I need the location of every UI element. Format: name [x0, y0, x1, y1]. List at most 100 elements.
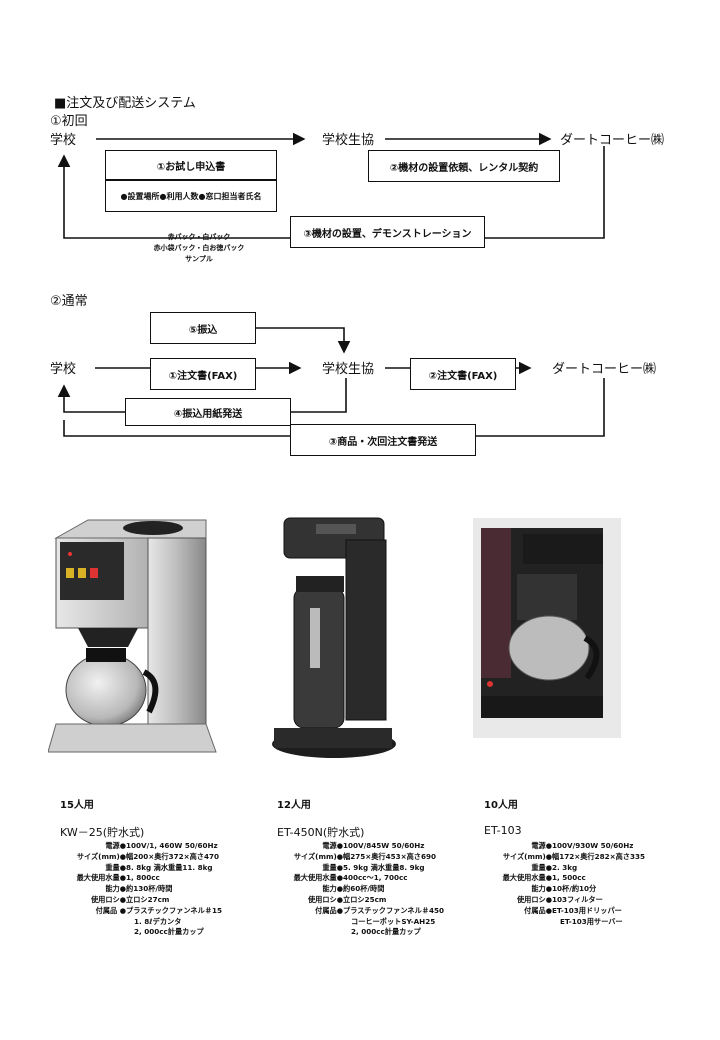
- sample-line: 赤小袋パック・白お徳パック: [153, 244, 245, 252]
- spec-label: 使用ロシ●: [90, 894, 126, 904]
- spec-row: サイズ(mm)●幅200×奥行372×高さ470: [56, 852, 222, 863]
- sample-list: 赤パック・白パック 赤小袋パック・白お徳パック サンプル: [124, 232, 274, 265]
- flow2-coop: 学校生協: [322, 362, 375, 377]
- spec-label: 使用ロシ●: [307, 894, 343, 904]
- flow1-school: 学校: [50, 133, 77, 148]
- spec-value: 2. 3kg: [552, 862, 578, 872]
- spec-label: 最大使用水量●: [76, 873, 126, 883]
- spec-value: ET-103用サーバー: [560, 916, 623, 926]
- trial-application-box: ①お試し申込書: [105, 150, 277, 180]
- flow1-dart: ダートコーヒー㈱: [560, 133, 665, 148]
- product-model: ET-450N(貯水式): [277, 826, 365, 839]
- spec-label: 最大使用水量●: [502, 873, 552, 883]
- et450n-coffee-maker-image: [272, 517, 396, 758]
- spec-row: 付属品 ●プラスチックファンネル＃15: [56, 906, 222, 917]
- spec-label: 重量●: [105, 862, 126, 872]
- flow2-school: 学校: [50, 362, 77, 377]
- spec-label: 使用ロシ●: [516, 894, 552, 904]
- spec-row: 電源●100V/845W 50/60Hz: [273, 841, 444, 852]
- spec-label: 重量●: [322, 862, 343, 872]
- spec-label: 重量●: [531, 862, 552, 872]
- spec-value: 10杯/約10分: [552, 884, 597, 894]
- spec-label: 最大使用水量●: [293, 873, 343, 883]
- section-title: ■注文及び配送システム: [54, 96, 196, 111]
- transfer-box: ⑤振込: [150, 312, 256, 344]
- spec-value: 400cc～1, 700cc: [343, 873, 408, 883]
- spec-value: 8. 8kg 満水重量11. 8kg: [126, 862, 213, 872]
- spec-value: 約60杯/時間: [343, 884, 385, 894]
- product-capacity: 10人用: [484, 800, 518, 811]
- spec-row: 使用ロシ●103フィルター: [480, 895, 645, 906]
- flow2-heading: ②通常: [50, 294, 88, 309]
- spec-row: ET-103用サーバー: [480, 917, 645, 928]
- spec-value: 1, 500cc: [552, 873, 586, 883]
- spec-row: 2, 000cc計量カップ: [56, 927, 222, 938]
- spec-label: 付属品 ●: [95, 905, 126, 915]
- spec-value: 立ロシ27cm: [126, 894, 170, 904]
- spec-row: 付属品●プラスチックファンネル＃450: [273, 906, 444, 917]
- spec-row: 重量●8. 8kg 満水重量11. 8kg: [56, 863, 222, 874]
- product-capacity: 12人用: [277, 800, 311, 811]
- spec-row: サイズ(mm)●幅172×奥行282×高さ335: [480, 852, 645, 863]
- flow1-heading: ①初回: [50, 114, 88, 129]
- product-capacity: 15人用: [60, 800, 94, 811]
- spec-row: 使用ロシ●立ロシ27cm: [56, 895, 222, 906]
- spec-row: 重量●5. 9kg 満水重量8. 9kg: [273, 863, 444, 874]
- spec-value: 2, 000cc計量カップ: [351, 927, 421, 937]
- sample-line: サンプル: [185, 255, 213, 263]
- spec-value: 1. 8ℓデカンタ: [134, 916, 182, 926]
- demo-box: ③機材の設置、デモンストレーション: [290, 216, 485, 248]
- spec-value: 約130杯/時間: [126, 884, 173, 894]
- spec-label: 付属品●: [315, 905, 343, 915]
- spec-label: サイズ(mm)●: [502, 851, 552, 861]
- spec-label: 能力●: [105, 884, 126, 894]
- trial-application-details: ●設置場所●利用人数●窓口担当者氏名: [105, 180, 277, 212]
- spec-row: 最大使用水量●1, 800cc: [56, 873, 222, 884]
- spec-label: 電源●: [531, 841, 552, 850]
- setup-request-box: ②機材の設置依頼、レンタル契約: [368, 150, 560, 182]
- spec-row: コーヒーポットSY-AH25: [273, 917, 444, 928]
- order-fax-box: ①注文書(FAX): [150, 358, 256, 390]
- spec-value: 100V/845W 50/60Hz: [343, 841, 425, 850]
- spec-label: サイズ(mm)●: [76, 851, 126, 861]
- spec-row: 付属品●ET-103用ドリッパー: [480, 906, 645, 917]
- spec-value: 100V/1, 460W 50/60Hz: [126, 841, 218, 850]
- spec-value: コーヒーポットSY-AH25: [351, 916, 436, 926]
- spec-value: 1, 800cc: [126, 873, 160, 883]
- spec-label: 付属品●: [524, 905, 552, 915]
- spec-value: 2, 000cc計量カップ: [134, 927, 204, 937]
- spec-row: 最大使用水量●400cc～1, 700cc: [273, 873, 444, 884]
- spec-value: 5. 9kg 満水重量8. 9kg: [343, 862, 425, 872]
- spec-value: プラスチックファンネル＃15: [126, 905, 222, 915]
- spec-value: 幅275×奥行453×高さ690: [343, 851, 436, 861]
- spec-value: ET-103用ドリッパー: [552, 905, 622, 915]
- spec-label: 能力●: [322, 884, 343, 894]
- kw25-coffee-maker-image: [48, 519, 217, 753]
- transfer-slip-box: ④振込用紙発送: [125, 398, 291, 426]
- spec-row: 能力●約60杯/時間: [273, 884, 444, 895]
- sample-line: 赤パック・白パック: [167, 233, 231, 241]
- order-fax-box-2: ②注文書(FAX): [410, 358, 516, 390]
- flow2-dart: ダートコーヒー㈱: [552, 362, 657, 377]
- spec-row: 能力●約130杯/時間: [56, 884, 222, 895]
- spec-row: 使用ロシ●立ロシ25cm: [273, 895, 444, 906]
- spec-value: プラスチックファンネル＃450: [343, 905, 444, 915]
- product-model: KW－25(貯水式): [60, 826, 145, 839]
- spec-label: 能力●: [531, 884, 552, 894]
- product-model: ET-103: [484, 824, 522, 837]
- et103-coffee-maker-image: [473, 518, 621, 738]
- spec-row: 能力●10杯/約10分: [480, 884, 645, 895]
- spec-label: 電源●: [322, 841, 343, 850]
- spec-row: 電源●100V/930W 50/60Hz: [480, 841, 645, 852]
- spec-row: 最大使用水量●1, 500cc: [480, 873, 645, 884]
- spec-value: 100V/930W 50/60Hz: [552, 841, 634, 850]
- spec-row: 2, 000cc計量カップ: [273, 927, 444, 938]
- spec-value: 立ロシ25cm: [343, 894, 387, 904]
- flow1-coop: 学校生協: [322, 133, 375, 148]
- spec-row: サイズ(mm)●幅275×奥行453×高さ690: [273, 852, 444, 863]
- spec-row: 重量●2. 3kg: [480, 863, 645, 874]
- spec-row: 電源●100V/1, 460W 50/60Hz: [56, 841, 222, 852]
